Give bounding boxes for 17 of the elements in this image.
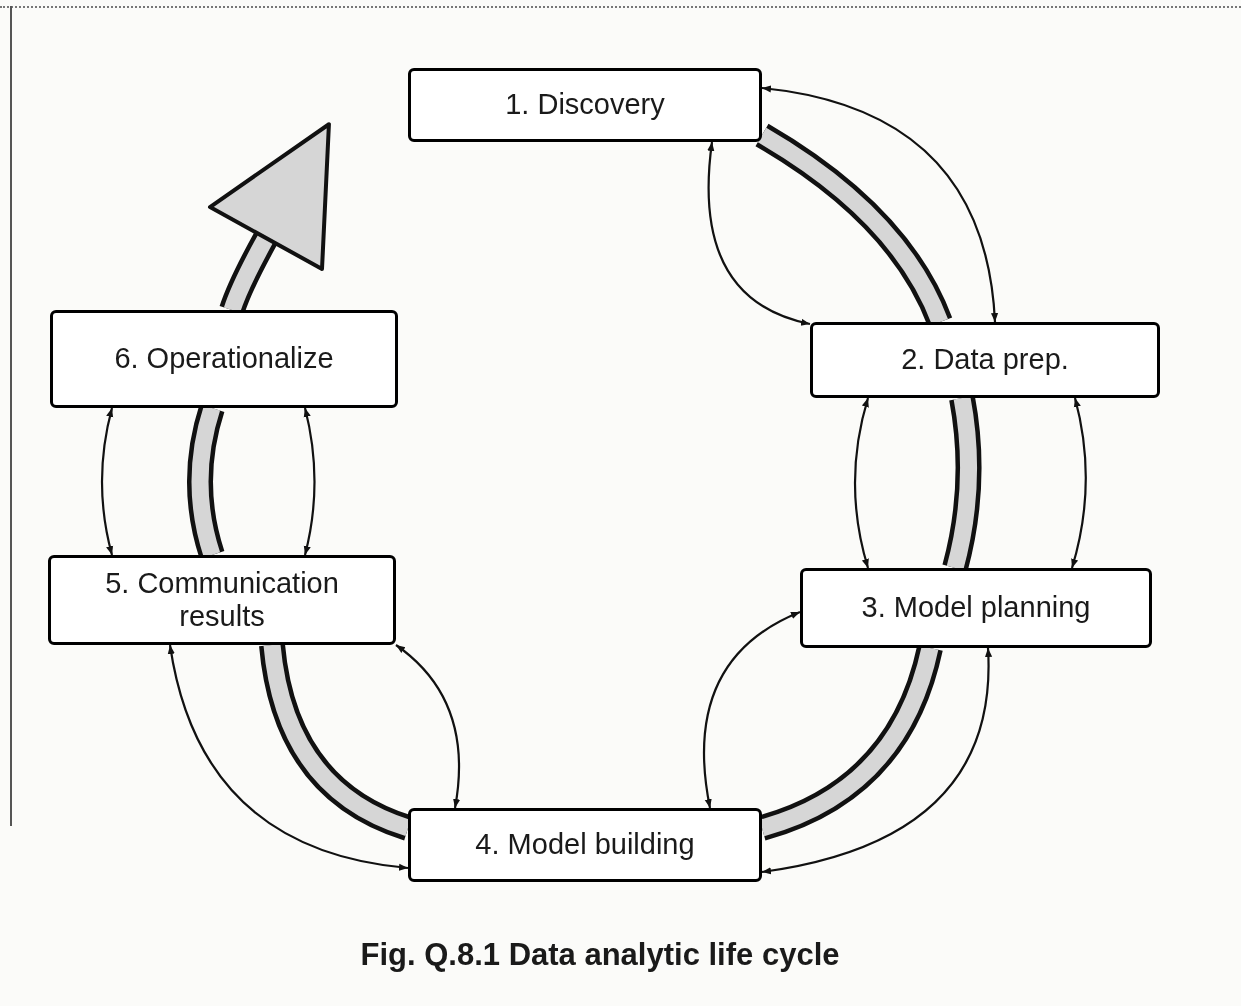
double-arrow (707, 141, 811, 326)
double-arrow (761, 85, 998, 323)
double-arrow (1070, 397, 1087, 569)
double-arrow (703, 611, 801, 809)
double-arrow (395, 644, 460, 809)
process-box: 4. Model building (408, 808, 762, 882)
process-box: 3. Model planning (800, 568, 1152, 648)
double-arrow (168, 644, 409, 871)
double-arrow (853, 397, 870, 569)
double-arrow (761, 648, 992, 875)
figure-caption: Fig. Q.8.1 Data analytic life cycle (359, 936, 841, 974)
double-arrow (100, 407, 114, 556)
process-box: 2. Data prep. (810, 322, 1160, 398)
process-box: 6. Operationalize (50, 310, 398, 408)
double-arrow (303, 407, 316, 556)
process-box: 1. Discovery (408, 68, 762, 142)
process-box: 5. Communication results (48, 555, 396, 645)
